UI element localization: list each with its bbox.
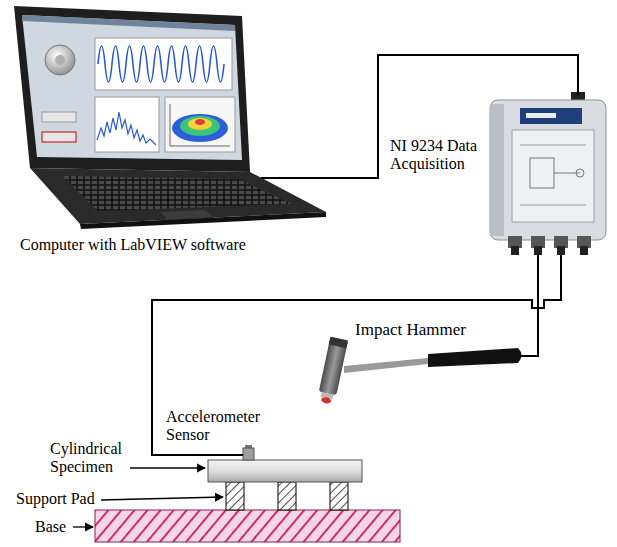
laptop-illustration bbox=[14, 6, 331, 229]
cable-connector bbox=[330, 55, 578, 178]
device-node: Computer with LabVIEW software bbox=[5, 3, 330, 268]
device-label: NI 9234 Data Acquisition bbox=[390, 137, 490, 174]
part-label: Cylindrical Specimen bbox=[50, 440, 140, 477]
device-node: NI 9234 Data Acquisition bbox=[385, 95, 612, 255]
label-holder: Base bbox=[35, 518, 66, 536]
device-node: Impact Hammer bbox=[290, 318, 526, 400]
device-label: Computer with LabVIEW software bbox=[20, 236, 246, 254]
test-setup bbox=[95, 445, 400, 542]
part-label: Base bbox=[35, 518, 66, 536]
cable-connector bbox=[152, 255, 561, 455]
label-holder: Support Pad bbox=[16, 490, 95, 508]
leader-lines bbox=[73, 468, 223, 527]
part-label: Support Pad bbox=[16, 490, 95, 508]
device-label: Accelerometer Sensor bbox=[166, 408, 270, 445]
impact-hammer bbox=[317, 337, 527, 405]
device-label: Impact Hammer bbox=[355, 320, 466, 340]
device-node: Accelerometer Sensor bbox=[162, 406, 274, 460]
daq-module bbox=[490, 92, 606, 255]
label-holder: Cylindrical Specimen bbox=[50, 440, 140, 477]
